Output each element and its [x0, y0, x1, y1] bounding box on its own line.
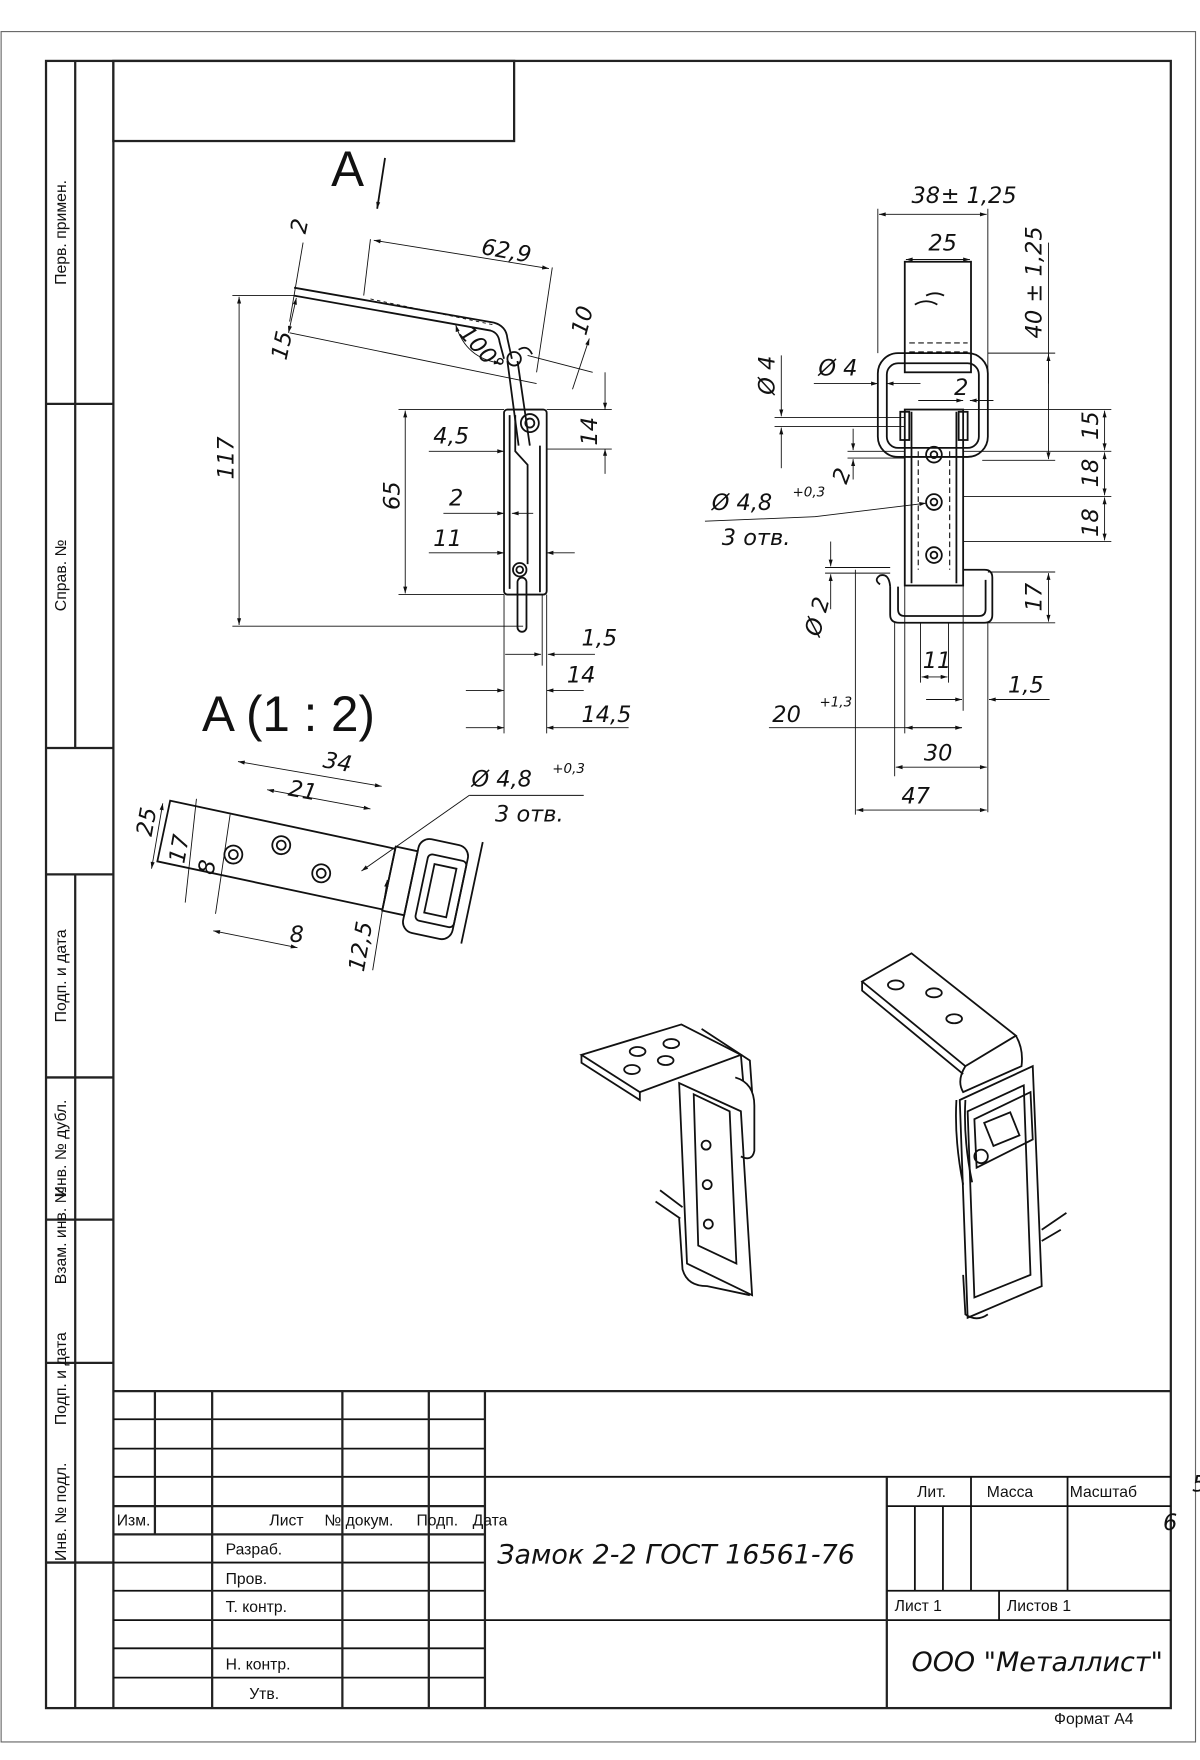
designation: Замок 2-2 ГОСТ 16561-76 [497, 1540, 855, 1571]
dim-34: 34 [321, 747, 354, 778]
dim-hole-diameter: Ø 4,8 [470, 766, 532, 792]
dim-14-5: 14,5 [581, 702, 631, 728]
dim-47: 47 [901, 783, 930, 809]
front-view: A 62,9 2 15 10 100° 117 [214, 142, 631, 734]
dim-2-top: 2 [286, 216, 314, 235]
corner-mark: 5 [1192, 1471, 1200, 1497]
stamp-label: Подп. и дата [53, 1332, 70, 1425]
dim-40: 40 ± 1,25 [1022, 226, 1048, 338]
dim-hole-count: 3 отв. [495, 801, 564, 827]
format-label: Формат А4 [1054, 1711, 1134, 1728]
role-developer: Разраб. [226, 1542, 283, 1559]
dim-2-side: 2 [828, 465, 857, 487]
dim-14-vertical: 14 [577, 417, 603, 446]
sheet-label: Лист 1 [895, 1598, 942, 1615]
sheets-label: Листов 1 [1007, 1598, 1071, 1615]
stamp-label: Подп. и дата [53, 929, 70, 1022]
margin-stamp: Перв. примен. Справ. № Подп. и дата Инв.… [46, 60, 114, 1709]
role-tech-control: Т. контр. [226, 1599, 287, 1616]
dim-17: 17 [1022, 582, 1048, 611]
dim-11: 11 [923, 648, 952, 674]
dim-20: 20 [772, 702, 801, 728]
dim-10: 10 [567, 303, 599, 337]
col-header-date: Дата [473, 1512, 508, 1529]
dim-20-tolerance: +1,3 [819, 694, 852, 710]
dim-diameter-2: Ø 2 [800, 594, 835, 640]
top-left-box [112, 59, 516, 143]
dim-30: 30 [924, 740, 953, 766]
organization: ООО "Металлист" [912, 1647, 1163, 1678]
dim-38: 38 [912, 183, 941, 209]
dim-117: 117 [214, 436, 240, 480]
dim-1-5: 1,5 [1008, 673, 1044, 699]
stamp-label: Взам. инв. № [53, 1186, 70, 1284]
role-norm-control: Н. контр. [226, 1657, 291, 1674]
lit-label: Лит. [917, 1484, 946, 1501]
dim-25: 25 [132, 805, 163, 838]
dim-hole-tolerance: +0,3 [552, 761, 585, 777]
dim-38-tolerance: ± 1,25 [941, 183, 1017, 209]
dim-hole-tolerance: +0,3 [793, 484, 826, 500]
dim-15: 15 [1078, 411, 1104, 440]
corner-mark: 6 [1163, 1510, 1177, 1536]
dim-diameter-4-vertical: Ø 4 [755, 356, 781, 396]
role-approved: Утв. [249, 1686, 279, 1703]
dim-8-vertical: 8 [194, 858, 222, 877]
dim-18-b: 18 [1078, 508, 1104, 537]
dim-8-horizontal: 8 [290, 922, 304, 948]
inner-frame [44, 59, 1172, 1710]
dim-2-top: 2 [954, 375, 968, 401]
dim-1-5: 1,5 [581, 625, 617, 651]
dim-hole-count: 3 отв. [722, 525, 791, 551]
dim-65: 65 [380, 481, 406, 510]
col-header-sheet: Лист [269, 1512, 303, 1529]
role-checker: Пров. [226, 1571, 267, 1588]
dim-2: 2 [449, 485, 463, 511]
dim-diameter-4-horizontal: Ø 4 [817, 356, 857, 382]
stamp-label: Перв. примен. [53, 180, 70, 285]
stamp-label: Справ. № [53, 539, 70, 611]
dim-25: 25 [928, 230, 957, 256]
scale-label: Масштаб [1070, 1484, 1137, 1501]
dim-21: 21 [286, 776, 319, 807]
dim-hole-diameter: Ø 4,8 [711, 490, 773, 516]
col-header-change: Изм. [117, 1512, 151, 1529]
dim-4-5: 4,5 [433, 423, 469, 449]
title-block: Изм. Лист № докум. Подп. Дата Разраб. Пр… [113, 1389, 1200, 1728]
section-view-title: A (1 : 2) [202, 687, 375, 742]
outer-frame [0, 31, 1197, 1743]
dim-11: 11 [433, 526, 462, 552]
isometric-view-right [860, 952, 1067, 1320]
view-arrow-icon [376, 157, 386, 209]
dim-18-a: 18 [1078, 459, 1104, 488]
stamp-label: Инв. № подл. [53, 1463, 70, 1561]
dim-62-9: 62,9 [479, 234, 533, 268]
mass-label: Масса [987, 1484, 1034, 1501]
isometric-view-left [579, 1023, 756, 1297]
dim-15: 15 [267, 329, 298, 363]
side-view: 38 ± 1,25 25 40 ± 1,25 Ø 4 Ø 4 2 15 18 1… [704, 183, 1112, 815]
stamp-label: Инв. № дубл. [53, 1100, 70, 1198]
col-header-signature: Подп. [416, 1512, 458, 1529]
dim-14: 14 [567, 663, 596, 689]
detail-view-a: A (1 : 2) 34 21 Ø 4,8 +0,3 3 отв. 25 17 … [132, 687, 585, 974]
col-header-document: № докум. [324, 1512, 393, 1529]
dim-17: 17 [164, 832, 195, 865]
section-mark: A [331, 142, 364, 197]
